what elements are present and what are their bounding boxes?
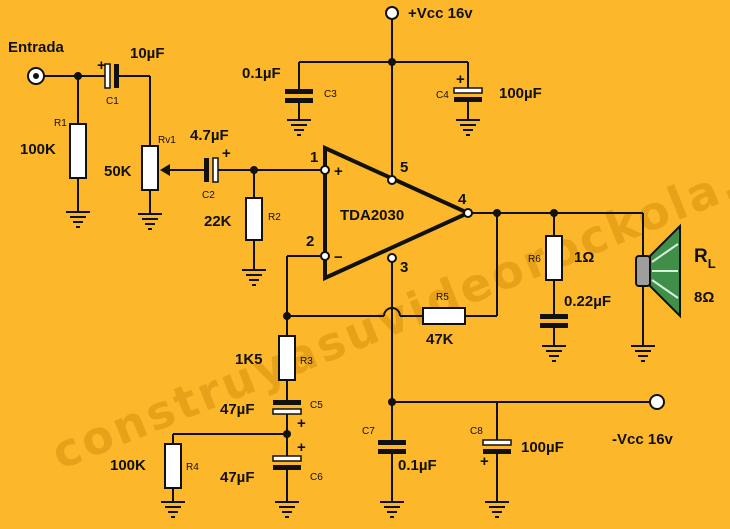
speaker-value: 8Ω xyxy=(694,289,714,306)
ic-pin-5 xyxy=(387,175,397,185)
c1-pol: + xyxy=(97,57,106,74)
vcc-positive-terminal xyxy=(385,6,399,20)
potentiometer-rv1 xyxy=(141,145,159,191)
c8-pol: + xyxy=(480,453,489,470)
c5-ref: C5 xyxy=(310,400,323,411)
capacitor-c1 xyxy=(104,63,119,89)
ic-pin-2 xyxy=(320,251,330,261)
capacitor-c3 xyxy=(285,89,313,103)
r5-value: 47K xyxy=(426,331,454,348)
ic-pin-4 xyxy=(463,208,473,218)
vcc-positive-label: +Vcc 16v xyxy=(408,5,473,22)
speaker-ref: RL xyxy=(694,246,716,271)
pin-1-label: 1 xyxy=(310,149,318,166)
c6-value: 47µF xyxy=(220,469,255,486)
wiper-arrow-icon xyxy=(160,164,170,176)
rv1-ref: Rv1 xyxy=(158,135,176,146)
ground-speaker xyxy=(630,345,656,362)
ic-pin-1 xyxy=(320,165,330,175)
c4-ref: C4 xyxy=(436,90,449,101)
input-label: Entrada xyxy=(8,39,65,56)
r4-ref: R4 xyxy=(186,462,199,473)
ground-c8 xyxy=(484,501,510,518)
c8-ref: C8 xyxy=(470,426,483,437)
ground-c4 xyxy=(455,119,481,136)
vcc-negative-label: -Vcc 16v xyxy=(612,431,674,448)
c8-value: 100µF xyxy=(521,439,564,456)
c6-pol: + xyxy=(297,439,306,456)
c1-value: 10µF xyxy=(130,45,165,62)
c2-pol: + xyxy=(222,145,231,162)
r5-ref: R5 xyxy=(436,292,449,303)
ic-plus-sign: + xyxy=(334,163,343,180)
c6-ref: C6 xyxy=(310,472,323,483)
ic-pin-3 xyxy=(387,253,397,263)
junctions xyxy=(74,58,558,438)
capacitor-c7 xyxy=(378,440,406,454)
ic-name: TDA2030 xyxy=(340,207,404,224)
ic-minus-sign: − xyxy=(334,249,343,266)
c4-value: 100µF xyxy=(499,85,542,102)
r2-value: 22K xyxy=(204,213,232,230)
resistor-r2 xyxy=(245,197,263,241)
capacitor-c8 xyxy=(482,439,512,454)
pin-2-label: 2 xyxy=(306,233,314,250)
pin-3-label: 3 xyxy=(400,259,408,276)
r4-value: 100K xyxy=(110,457,146,474)
r1-value: 100K xyxy=(20,141,56,158)
ground-r2 xyxy=(241,269,267,286)
c2-ref: C2 xyxy=(202,190,215,201)
c3-value: 0.1µF xyxy=(242,65,281,82)
ground-r1 xyxy=(65,211,91,228)
ground-c7 xyxy=(379,501,405,518)
resistor-r3 xyxy=(278,335,296,381)
ground-r4 xyxy=(160,501,186,518)
ground-zobel xyxy=(541,345,567,362)
vcc-negative-terminal xyxy=(649,394,665,410)
c5-pol: + xyxy=(297,415,306,432)
resistor-r1 xyxy=(69,123,87,179)
ground-rv1 xyxy=(137,213,163,230)
zobel-cap-value: 0.22µF xyxy=(564,293,611,310)
capacitor-c4 xyxy=(453,87,483,102)
resistor-r6 xyxy=(545,235,563,281)
pin-5-label: 5 xyxy=(400,159,408,176)
r6-ref: R6 xyxy=(528,254,541,265)
pin-4-label: 4 xyxy=(458,191,467,208)
c1-ref: C1 xyxy=(106,96,119,107)
c7-ref: C7 xyxy=(362,426,375,437)
r3-ref: R3 xyxy=(300,356,313,367)
resistor-r4 xyxy=(164,443,182,489)
capacitor-c2 xyxy=(204,157,219,183)
c4-pol: + xyxy=(456,71,465,88)
input-jack xyxy=(27,67,45,85)
c5-value: 47µF xyxy=(220,401,255,418)
c7-value: 0.1µF xyxy=(398,457,437,474)
rv1-value: 50K xyxy=(104,163,132,180)
r6-value: 1Ω xyxy=(574,249,594,266)
c2-value: 4.7µF xyxy=(190,127,229,144)
speaker-icon xyxy=(635,223,681,319)
wires xyxy=(44,18,650,502)
resistor-r5 xyxy=(422,307,466,325)
c3-ref: C3 xyxy=(324,89,337,100)
r3-value: 1K5 xyxy=(235,351,263,368)
capacitor-c5 xyxy=(272,400,302,415)
r1-ref: R1 xyxy=(54,118,67,129)
capacitor-zobel xyxy=(540,314,568,328)
r2-ref: R2 xyxy=(268,212,281,223)
ground-c6 xyxy=(274,501,300,518)
capacitor-c6 xyxy=(272,455,302,470)
ground-c3 xyxy=(286,119,312,136)
